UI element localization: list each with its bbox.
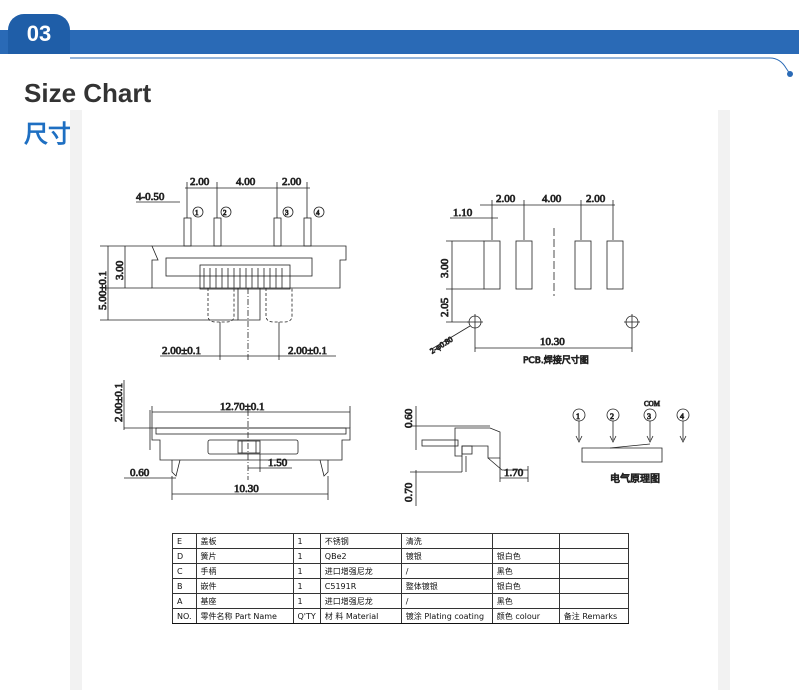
bom-row-e: E 盖板 1 不锈钢 清洗 xyxy=(172,533,629,549)
page-title-en: Size Chart xyxy=(24,78,152,108)
side-view: 2.00 4.00 2.00 4-0.50 1 2 3 4 xyxy=(97,176,347,360)
bom-plating: / xyxy=(400,593,493,609)
pin-2-label: 2 xyxy=(223,209,227,217)
dim-pitch-b: 4.00 xyxy=(236,176,256,188)
bom-material: C5191R xyxy=(319,578,402,594)
bom-plating: 清洗 xyxy=(400,533,493,549)
bom-header-remarks: 备注 Remarks xyxy=(558,608,629,624)
bom-header-qty: Q'TY xyxy=(292,608,321,624)
end-dim-bottom: 0.70 xyxy=(403,482,415,502)
dim-top-length: 12.70±0.1 xyxy=(220,401,265,413)
section-number-badge: 03 xyxy=(8,14,70,54)
pin-1-label: 1 xyxy=(195,209,199,217)
bom-part: 嵌件 xyxy=(195,578,294,594)
bom-plating: / xyxy=(400,563,493,579)
bom-row-d: D 簧片 1 QBe2 镀银 银白色 xyxy=(172,548,629,564)
bom-remarks xyxy=(558,563,629,579)
bom-row-c: C 手柄 1 进口增强尼龙 / 黑色 xyxy=(172,563,629,579)
dim-bottom-right: 2.00±0.1 xyxy=(288,345,327,357)
bom-qty: 1 xyxy=(292,563,321,579)
bom-part: 手柄 xyxy=(195,563,294,579)
dim-base: 10.30 xyxy=(234,483,259,495)
bom-colour: 银白色 xyxy=(491,548,560,564)
bom-no: D xyxy=(172,548,197,564)
bom-material: 进口增强尼龙 xyxy=(319,563,402,579)
pcb-dim-offset: 1.10 xyxy=(453,207,473,219)
bom-header-plating: 镀涂 Plating coating xyxy=(400,608,493,624)
bom-no: A xyxy=(172,593,197,609)
schem-com-label: COM xyxy=(644,400,661,408)
pcb-layout: 2.00 4.00 2.00 1.10 3.00 2.05 2-φ0.80 10… xyxy=(428,193,640,366)
bom-no: B xyxy=(172,578,197,594)
bom-remarks xyxy=(558,548,629,564)
bom-colour xyxy=(491,533,560,549)
schem-pin-4: 4 xyxy=(680,412,684,421)
bom-header-material: 材 料 Material xyxy=(319,608,402,624)
dim-top-height: 2.00±0.1 xyxy=(113,383,125,422)
bom-qty: 1 xyxy=(292,593,321,609)
bom-table: E 盖板 1 不锈钢 清洗 D 簧片 1 QBe2 镀银 银白色 C 手柄 1 … xyxy=(172,533,629,624)
pcb-dim-c: 2.00 xyxy=(586,193,606,205)
dim-bottom-left: 2.00±0.1 xyxy=(162,345,201,357)
dim-travel: 1.50 xyxy=(268,457,288,469)
dim-total-height: 5.00±0.1 xyxy=(97,271,109,310)
bom-row-b: B 嵌件 1 C5191R 整体镀银 银白色 xyxy=(172,578,629,594)
bom-colour: 银白色 xyxy=(491,578,560,594)
bom-qty: 1 xyxy=(292,533,321,549)
pcb-dim-span: 10.30 xyxy=(540,336,565,348)
bom-plating: 整体镀银 xyxy=(400,578,493,594)
bom-header-no: NO. xyxy=(172,608,197,624)
bom-plating: 镀银 xyxy=(400,548,493,564)
bom-remarks xyxy=(558,578,629,594)
top-view: 2.00±0.1 12.70±0.1 1.50 0.60 10.30 xyxy=(113,380,351,500)
schem-caption: 电气原理图 xyxy=(610,472,660,485)
bom-header-part: 零件名称 Part Name xyxy=(195,608,294,624)
header-bar xyxy=(0,30,799,54)
bom-colour: 黑色 xyxy=(491,563,560,579)
bom-material: 进口增强尼龙 xyxy=(319,593,402,609)
schem-pin-2: 2 xyxy=(610,412,614,421)
end-dim-top: 0.60 xyxy=(403,408,415,428)
bom-part: 盖板 xyxy=(195,533,294,549)
bom-header-row: NO. 零件名称 Part Name Q'TY 材 料 Material 镀涂 … xyxy=(172,608,629,624)
bom-part: 基座 xyxy=(195,593,294,609)
pin-4-label: 4 xyxy=(316,209,320,217)
schem-pin-1: 1 xyxy=(576,412,580,421)
bom-part: 簧片 xyxy=(195,548,294,564)
dim-pitch-a: 2.00 xyxy=(190,176,210,188)
bom-qty: 1 xyxy=(292,578,321,594)
pcb-dim-a: 2.00 xyxy=(496,193,516,205)
bom-material: 不锈钢 xyxy=(319,533,402,549)
bom-no: C xyxy=(172,563,197,579)
bom-header-colour: 颜色 colour xyxy=(491,608,560,624)
pcb-dim-pad-height: 3.00 xyxy=(439,258,451,278)
bom-row-a: A 基座 1 进口增强尼龙 / 黑色 xyxy=(172,593,629,609)
bom-colour: 黑色 xyxy=(491,593,560,609)
dim-pin-width: 4-0.50 xyxy=(136,191,165,203)
pcb-dim-b: 4.00 xyxy=(542,193,562,205)
bom-qty: 1 xyxy=(292,548,321,564)
end-view: 0.60 1.70 0.70 xyxy=(403,406,529,506)
bom-material: QBe2 xyxy=(319,548,402,564)
dim-upper-height: 3.00 xyxy=(114,260,126,280)
schematic: 1 2 3 4 COM 电气原理图 xyxy=(572,400,690,485)
header-underline xyxy=(70,57,793,77)
pcb-dim-hole-offset: 2.05 xyxy=(439,297,451,317)
dim-foot: 0.60 xyxy=(130,467,150,479)
bom-no: E xyxy=(172,533,197,549)
schem-pin-3: 3 xyxy=(647,412,651,421)
bom-remarks xyxy=(558,533,629,549)
pcb-caption: PCB.焊接尺寸图 xyxy=(523,354,589,366)
pin-3-label: 3 xyxy=(285,209,289,217)
end-dim-side: 1.70 xyxy=(504,467,524,479)
bom-remarks xyxy=(558,593,629,609)
dim-pitch-c: 2.00 xyxy=(282,176,302,188)
